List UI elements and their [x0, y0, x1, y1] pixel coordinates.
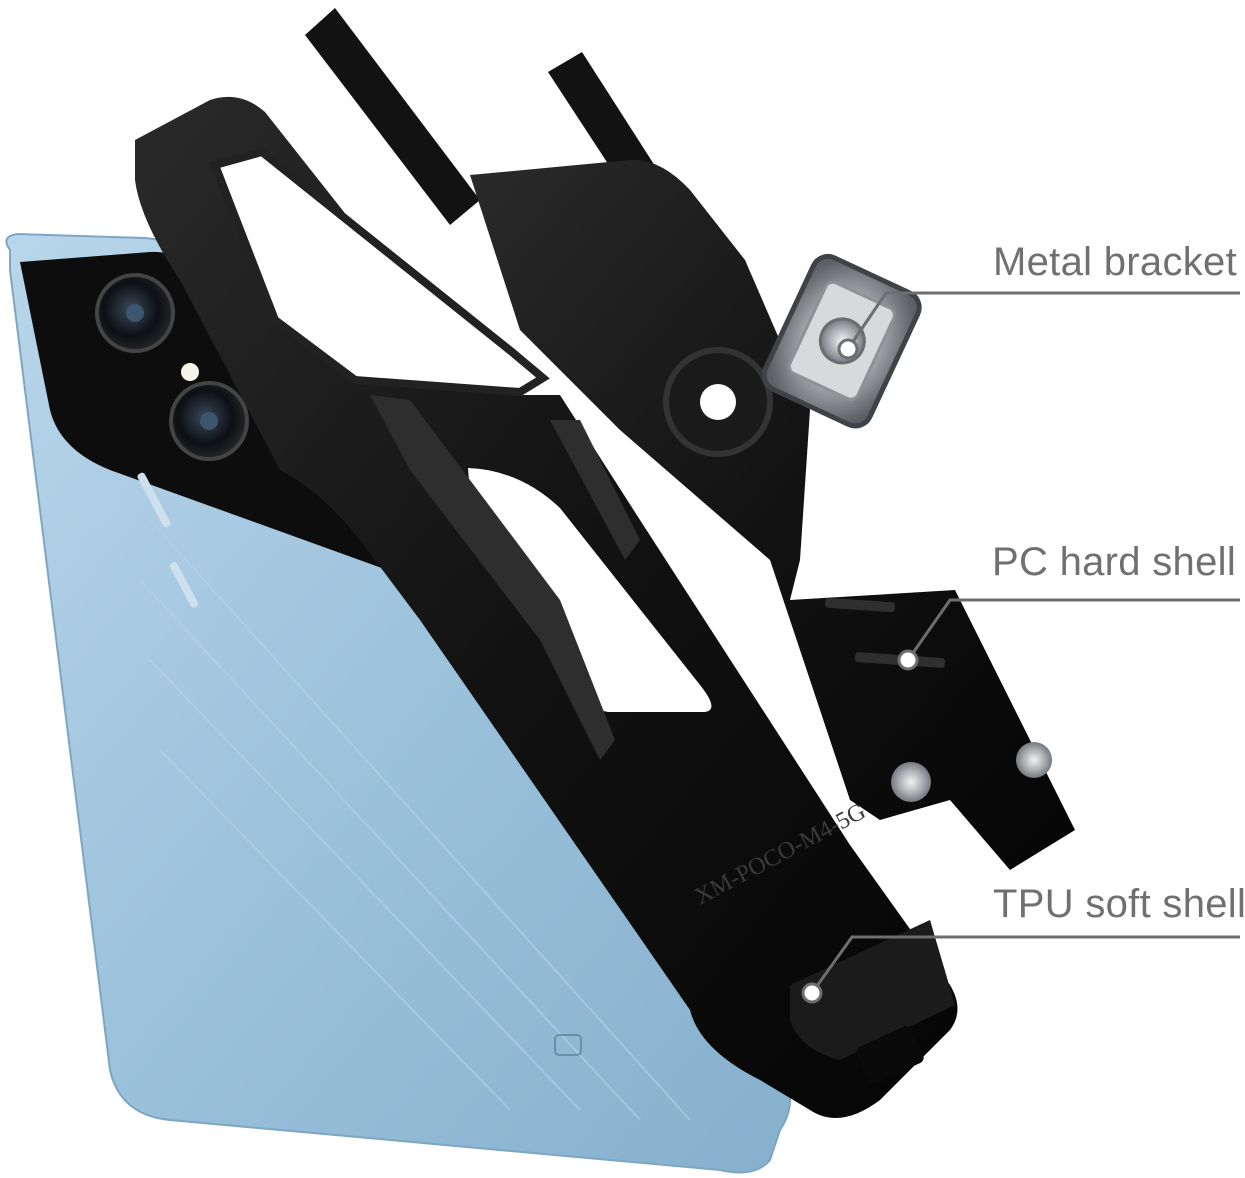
grip-texture — [370, 395, 640, 760]
phone-texture — [139, 519, 691, 1121]
pc-shell-leader — [906, 598, 1240, 661]
pc-hard-shell-label: PC hard shell — [992, 540, 1237, 584]
screw-right — [1016, 742, 1052, 778]
tpu-shell-leader — [810, 935, 1240, 994]
leader-lines — [801, 291, 1240, 1004]
screw-left — [891, 762, 931, 802]
pc-hard-shell — [305, 8, 1075, 871]
camera-cutout — [209, 147, 550, 397]
metal-bracket-label: Metal bracket — [993, 240, 1237, 284]
5g-logo — [554, 1034, 582, 1056]
metal-bracket-leader — [846, 291, 1240, 350]
tpu-soft-shell: XM-POCO-M4-5G — [135, 96, 958, 1118]
tpu-soft-shell-label: TPU soft shell — [993, 882, 1245, 926]
center-cutout — [468, 468, 712, 712]
flash-led — [181, 363, 199, 381]
